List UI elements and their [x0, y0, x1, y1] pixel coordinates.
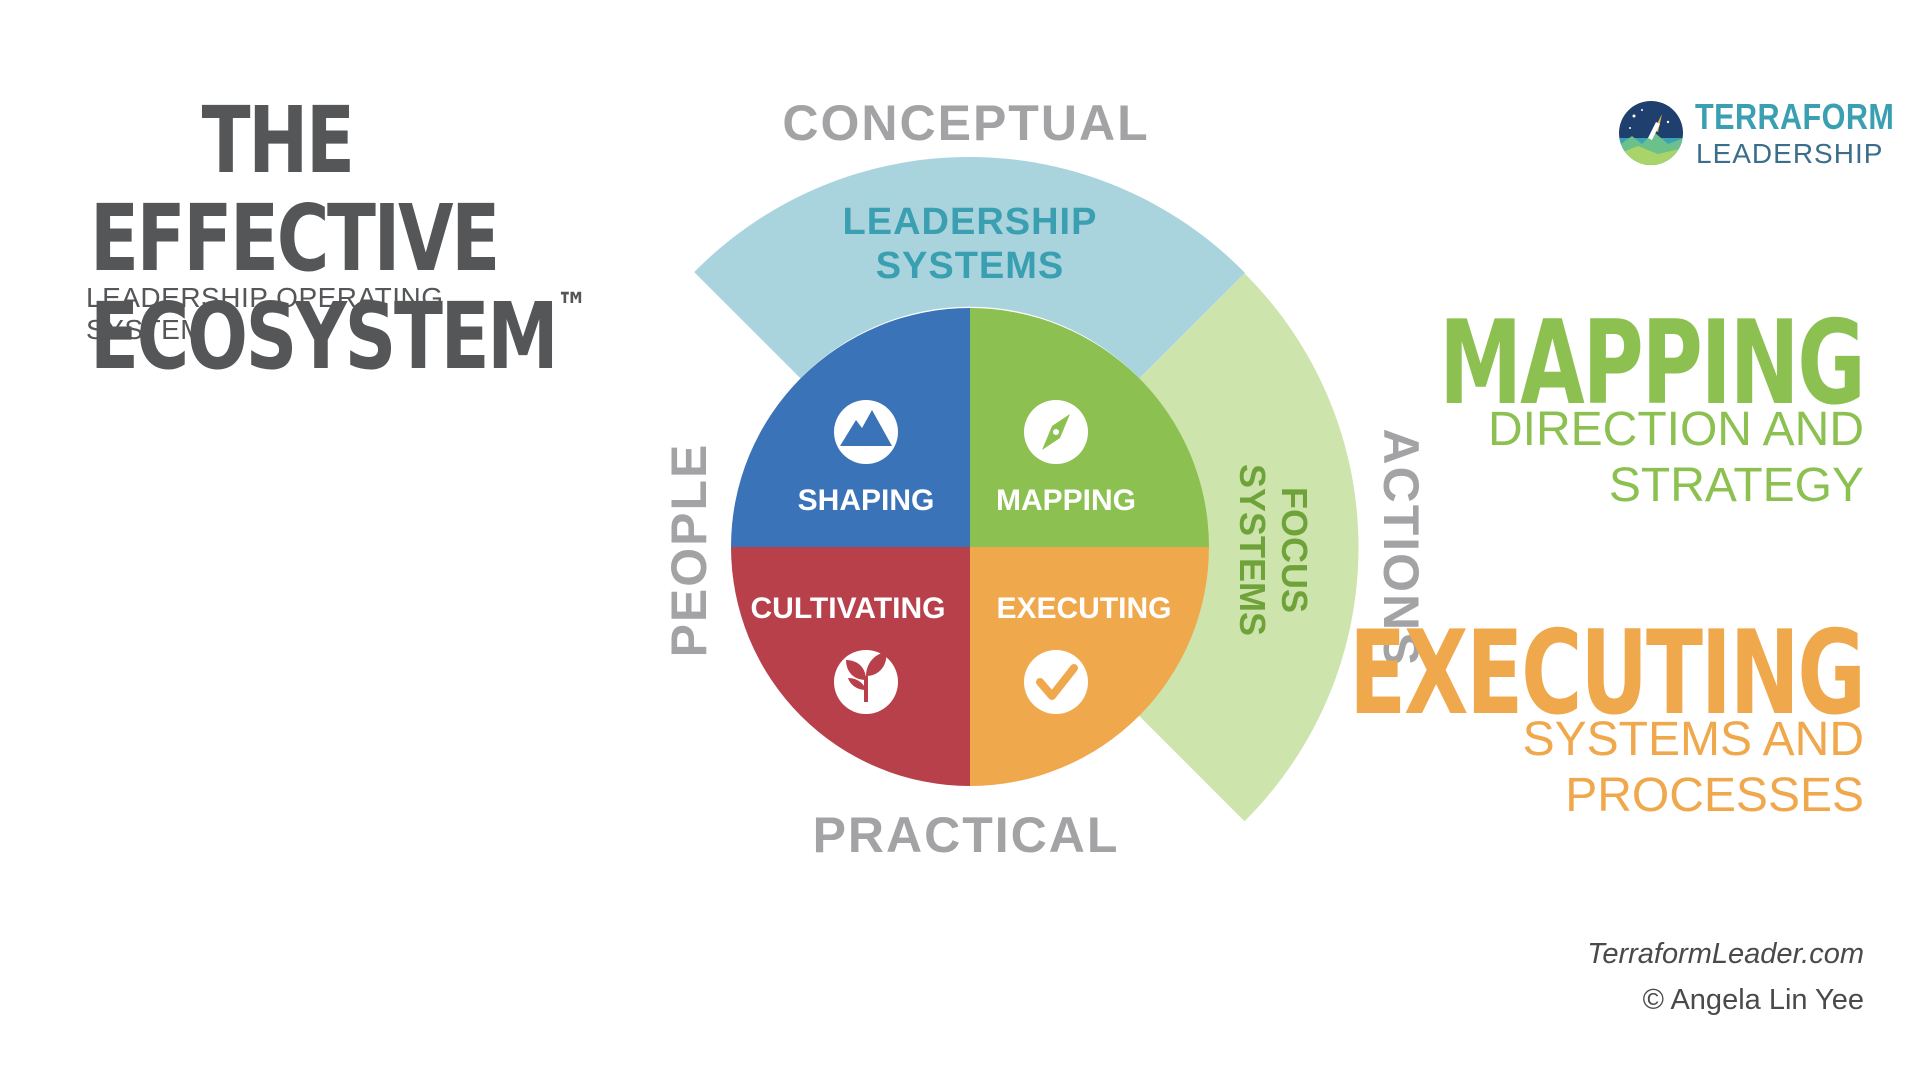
quadrant-label-mapping: MAPPING [996, 484, 1136, 517]
mapping-sub-line2: STRATEGY [1608, 459, 1864, 512]
mapping-sub-line1: DIRECTION AND [1487, 403, 1864, 456]
executing-sub-line2: PROCESSES [1565, 769, 1864, 822]
executing-sub-line1: SYSTEMS AND [1522, 713, 1864, 766]
checkmark-icon [1024, 650, 1088, 714]
sprout-icon [834, 650, 898, 714]
quadrant-label-executing: EXECUTING [996, 592, 1171, 625]
axis-label-bottom: PRACTICAL [813, 807, 1120, 863]
quadrant-label-shaping: SHAPING [798, 484, 935, 517]
mapping-subheading: DIRECTION AND STRATEGY [1344, 402, 1864, 514]
executing-subheading: SYSTEMS AND PROCESSES [1344, 712, 1864, 824]
mapping-heading: MAPPING [1439, 296, 1866, 431]
axis-label-right: ACTIONS [1373, 429, 1429, 668]
logo-wordmark-top: TERRAFORM [1695, 96, 1895, 137]
mountain-icon [834, 400, 898, 464]
copyright-notice: © Angela Lin Yee [1642, 984, 1864, 1016]
title-line2-text: ECOSYSTEM [90, 283, 559, 390]
page-subtitle: LEADERSHIP OPERATING SYSTEM [86, 282, 444, 345]
page-title: THE EFFECTIVE ECOSYSTEM™ [90, 87, 588, 386]
trademark-symbol: ™ [556, 285, 588, 331]
rocket-globe-icon [1619, 101, 1683, 165]
ecosystem-diagram: SHAPING MAPPING CULTIVATING EXECUTING LE… [661, 95, 1429, 863]
axis-label-top: CONCEPTUAL [782, 95, 1149, 151]
top-arc-label-line2: SYSTEMS [876, 245, 1065, 287]
quadrant-mapping[interactable] [970, 308, 1209, 547]
quadrant-label-cultivating: CULTIVATING [751, 592, 946, 625]
logo-wordmark-bottom: LEADERSHIP [1696, 138, 1884, 169]
title-line1: THE EFFECTIVE [90, 87, 500, 292]
website-link[interactable]: TerraformLeader.com [1587, 938, 1864, 970]
top-arc-label-line1: LEADERSHIP [843, 201, 1098, 243]
right-arc-label-line2: SYSTEMS [1232, 464, 1273, 636]
quadrant-executing[interactable] [970, 547, 1209, 786]
compass-icon [1024, 400, 1088, 464]
top-arc-segment [694, 156, 1245, 379]
axis-label-left: PEOPLE [661, 443, 717, 658]
right-arc-label-line1: FOCUS [1274, 487, 1315, 613]
right-arc-segment [1138, 273, 1359, 822]
title-line2: ECOSYSTEM™ [90, 288, 588, 386]
executing-heading: EXECUTING [1349, 606, 1866, 741]
